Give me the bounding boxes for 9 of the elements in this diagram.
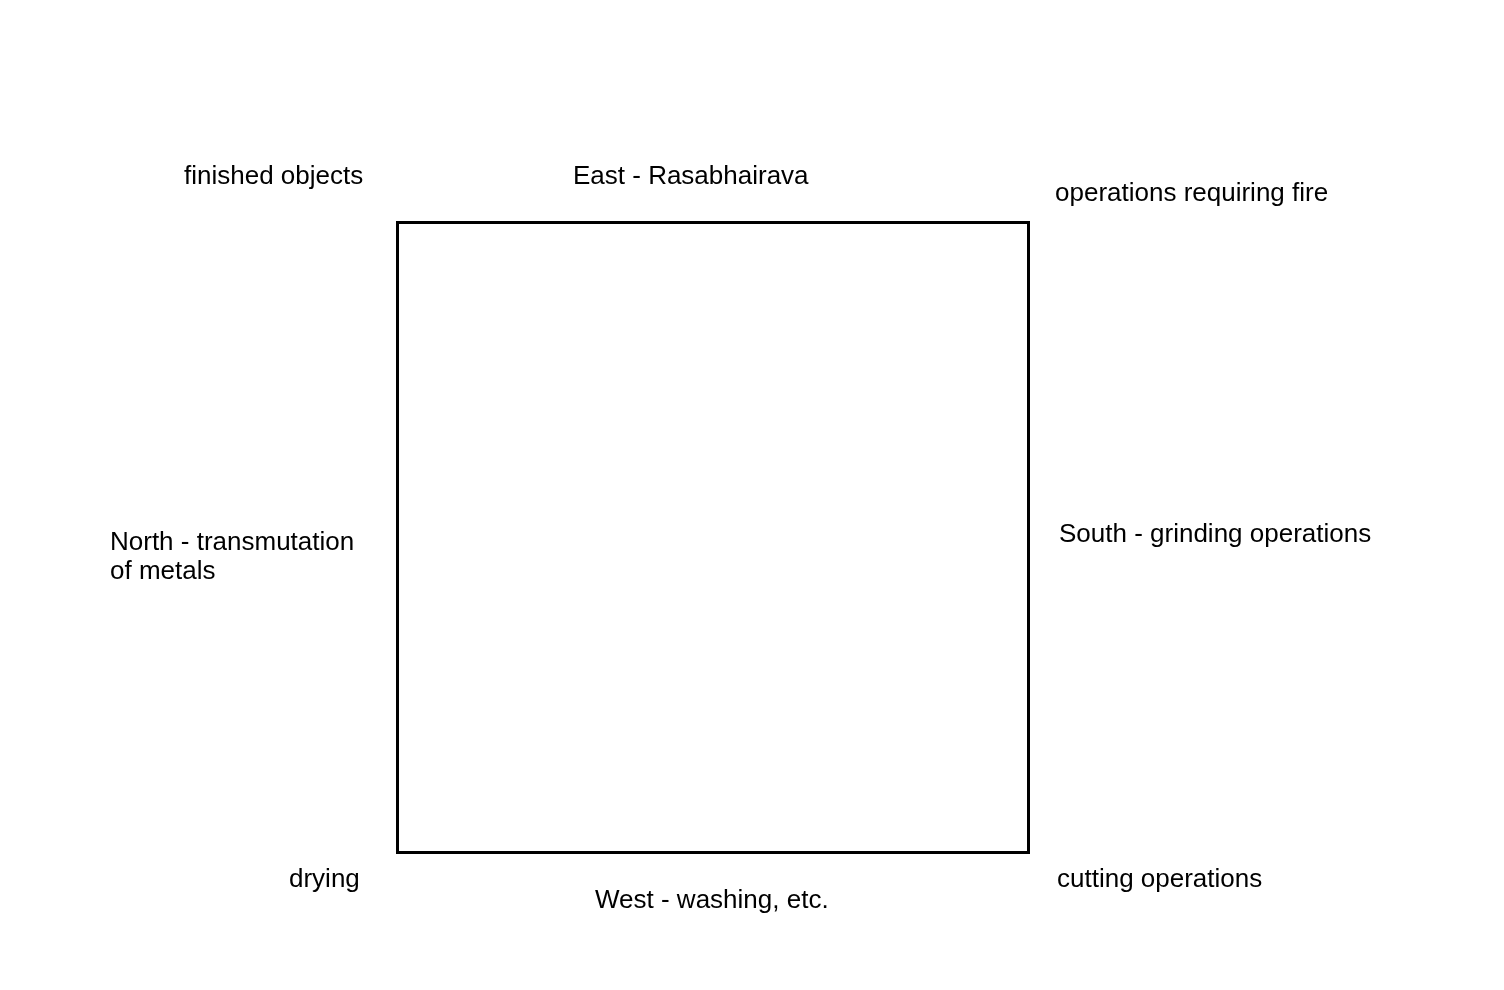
square-frame <box>396 221 1030 854</box>
direction-label: West - washing, etc. <box>595 885 829 914</box>
corner-label: cutting operations <box>1057 864 1263 893</box>
corner-label: finished objects <box>184 161 364 190</box>
direction-label: East - Rasabhairava <box>573 161 809 190</box>
corner-label: drying <box>289 864 360 893</box>
direction-label: South - grinding operations <box>1059 519 1372 548</box>
direction-label: North - transmutation of metals <box>110 527 355 585</box>
corner-label: operations requiring fire <box>1055 178 1329 207</box>
